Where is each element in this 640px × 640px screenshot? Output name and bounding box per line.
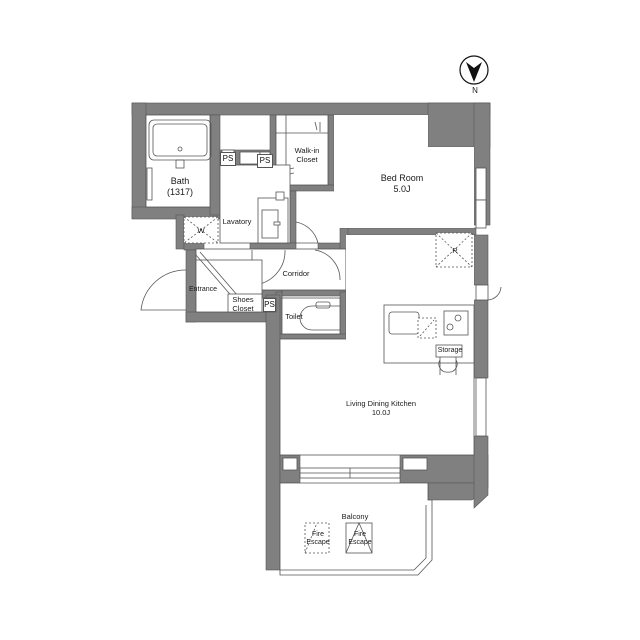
room-bath-size: (1317) <box>166 187 194 197</box>
pipe-space-3: PS <box>263 298 276 312</box>
room-lavatory: Lavatory <box>222 217 252 226</box>
walls <box>131 102 491 571</box>
room-walk-in-closet: Walk-in Closet <box>294 146 320 164</box>
room-entrance: Entrance <box>188 286 218 293</box>
room-bed-room-name: Bed Room <box>380 173 424 183</box>
room-bath: Bath(1317) <box>167 176 193 198</box>
room-storage: Storage <box>437 347 463 354</box>
room-shoes-closet: Shoes Closet <box>232 295 254 313</box>
fire-escape-1: Fire Escape <box>306 531 330 546</box>
room-ldk-name: Living Dining Kitchen <box>345 399 417 408</box>
pipe-space-2: PS <box>257 154 273 168</box>
room-bed-room-size: 5.0J <box>393 184 411 194</box>
fire-escape-2: Fire Escape <box>348 531 372 546</box>
room-balcony: Balcony <box>341 512 369 521</box>
pipe-space-1: PS <box>220 152 236 166</box>
room-corridor: Corridor <box>282 269 310 278</box>
north-arrow-icon <box>459 55 489 85</box>
room-bath-name: Bath <box>170 176 190 186</box>
compass-label: N <box>472 86 478 95</box>
room-ldk-size: 10.0J <box>371 408 391 417</box>
washer-label: W <box>197 226 205 235</box>
room-toilet: Toilet <box>285 312 303 321</box>
refrigerator-label: R <box>452 246 458 255</box>
